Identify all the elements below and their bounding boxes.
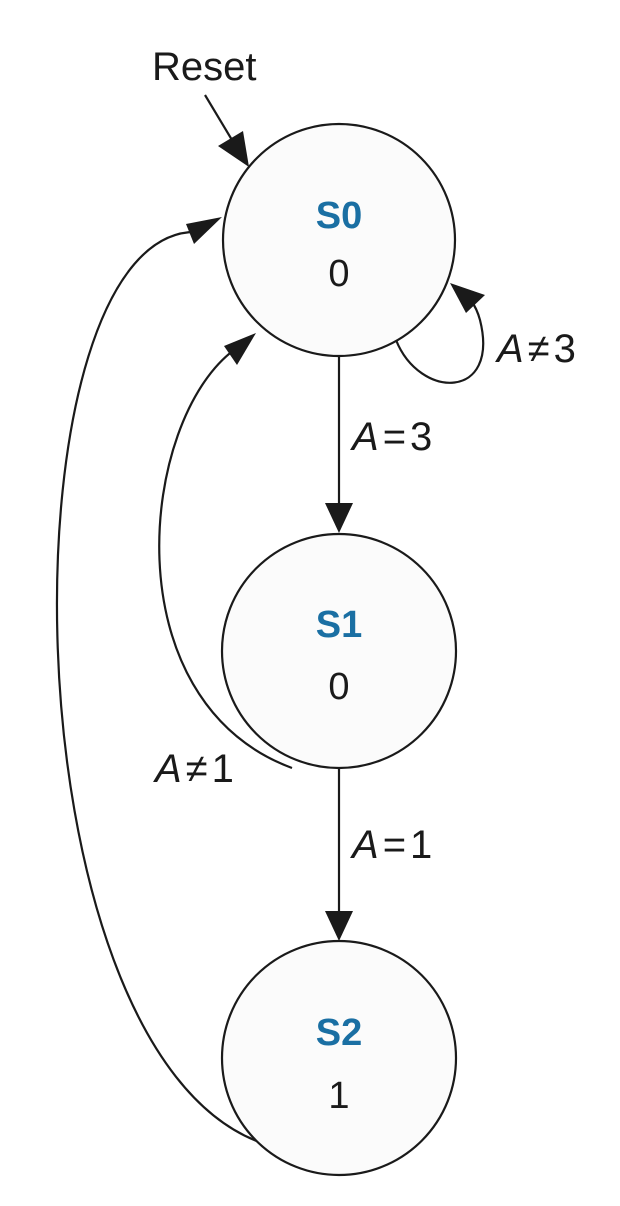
edge-s0-self-loop <box>394 283 485 384</box>
state-s0: S0 0 <box>221 122 457 358</box>
state-s2-output: 1 <box>328 1075 349 1117</box>
edge-s1-to-s2 <box>325 768 353 941</box>
state-s0-name: S0 <box>316 195 362 237</box>
state-s2: S2 1 <box>220 939 458 1177</box>
label-s0-self-loop: A≠3 <box>495 327 576 371</box>
state-s0-output: 0 <box>328 253 349 295</box>
reset-arrow <box>204 94 249 167</box>
state-s2-name: S2 <box>316 1012 362 1054</box>
state-s1-output: 0 <box>328 666 349 708</box>
edge-s1-to-s0 <box>158 333 293 770</box>
label-s1-to-s0: A≠1 <box>153 747 234 791</box>
reset-label: Reset <box>152 45 257 89</box>
edge-s2-to-s0 <box>55 217 263 1145</box>
label-s0-to-s1: A=3 <box>350 415 432 459</box>
state-s1-name: S1 <box>316 604 362 646</box>
label-s1-to-s2: A=1 <box>350 823 432 867</box>
state-s1: S1 0 <box>220 532 458 770</box>
edge-s0-to-s1 <box>325 356 353 533</box>
